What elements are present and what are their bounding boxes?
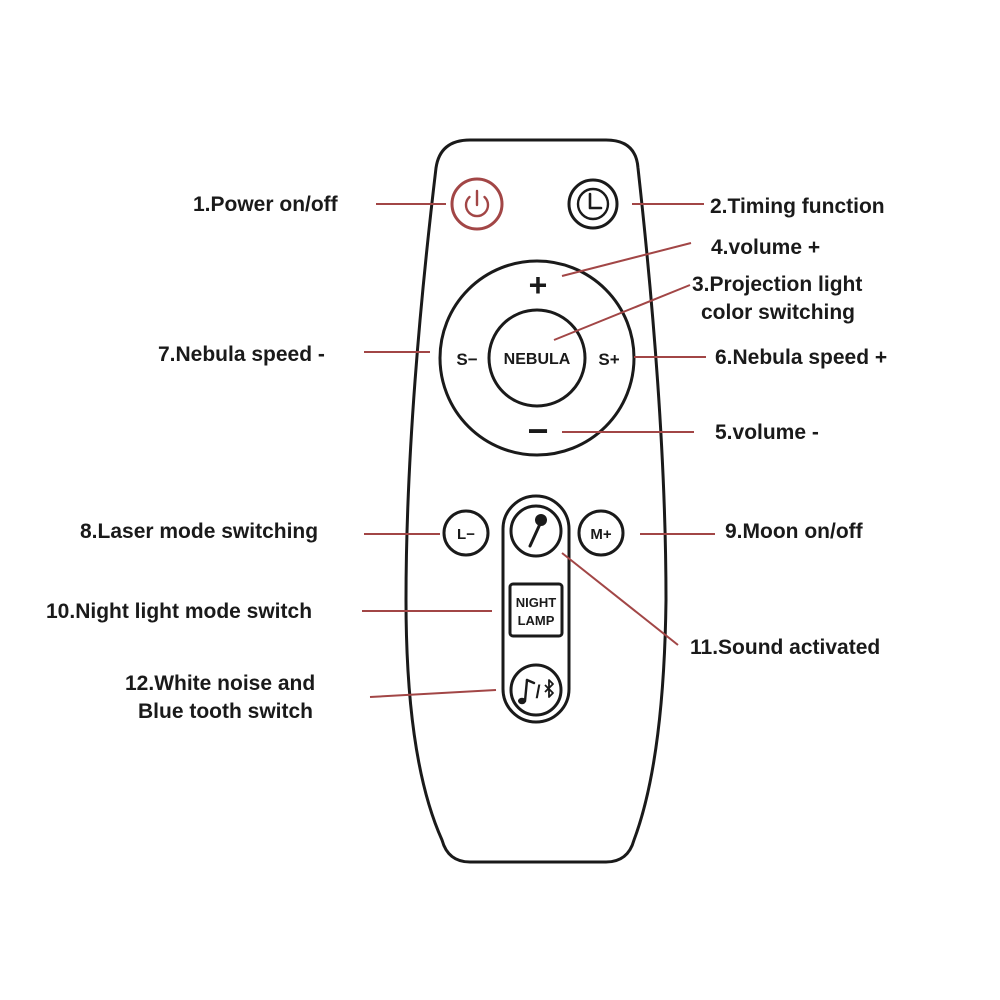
- microphone-icon: [528, 514, 547, 548]
- night-lamp-label-line2: LAMP: [518, 613, 555, 628]
- nebula-button-label: NEBULA: [504, 351, 571, 368]
- label-volume-up: 4.volume +: [711, 236, 820, 259]
- moon-button[interactable]: M+: [577, 509, 625, 557]
- label-white-noise-line2: Blue tooth switch: [138, 700, 313, 723]
- leader-volume-up: [561, 242, 692, 277]
- label-night-light: 10.Night light mode switch: [46, 600, 312, 623]
- label-timing: 2.Timing function: [710, 195, 885, 218]
- power-icon: [464, 189, 490, 218]
- label-laser-mode: 8.Laser mode switching: [80, 520, 318, 543]
- label-projection-line2: color switching: [701, 301, 855, 324]
- night-lamp-button[interactable]: NIGHT LAMP: [508, 582, 564, 638]
- label-projection-line1: 3.Projection light: [692, 273, 862, 296]
- label-moon: 9.Moon on/off: [725, 520, 864, 543]
- laser-mode-button[interactable]: L−: [442, 509, 490, 557]
- leader-projection: [553, 284, 691, 341]
- nebula-speed-up-button[interactable]: S+: [598, 350, 619, 369]
- bluetooth-icon: [544, 679, 554, 698]
- music-note-icon: [518, 678, 536, 705]
- timer-button[interactable]: [567, 178, 619, 230]
- volume-down-button[interactable]: −: [527, 410, 548, 451]
- volume-up-button[interactable]: +: [529, 267, 548, 303]
- moon-button-label: M+: [590, 526, 611, 543]
- label-white-noise-line1: 12.White noise and: [125, 672, 315, 695]
- clock-icon: [576, 187, 610, 221]
- label-nebula-speed-up: 6.Nebula speed +: [715, 346, 887, 369]
- label-nebula-speed-down: 7.Nebula speed -: [158, 343, 325, 366]
- label-power: 1.Power on/off: [193, 193, 339, 216]
- night-lamp-label-line1: NIGHT: [516, 595, 557, 610]
- white-noise-bluetooth-button[interactable]: /: [509, 663, 563, 717]
- nebula-speed-down-button[interactable]: S−: [456, 350, 477, 369]
- leader-sound-activated: [561, 552, 679, 646]
- sound-activated-button[interactable]: [509, 504, 563, 558]
- music-bluetooth-separator: /: [535, 682, 540, 702]
- nebula-button[interactable]: NEBULA: [487, 308, 587, 408]
- leader-white-noise: [369, 689, 497, 698]
- label-volume-down: 5.volume -: [715, 421, 819, 444]
- label-sound-activated: 11.Sound activated: [690, 636, 880, 659]
- laser-mode-label: L−: [457, 526, 475, 543]
- power-button[interactable]: [450, 177, 504, 231]
